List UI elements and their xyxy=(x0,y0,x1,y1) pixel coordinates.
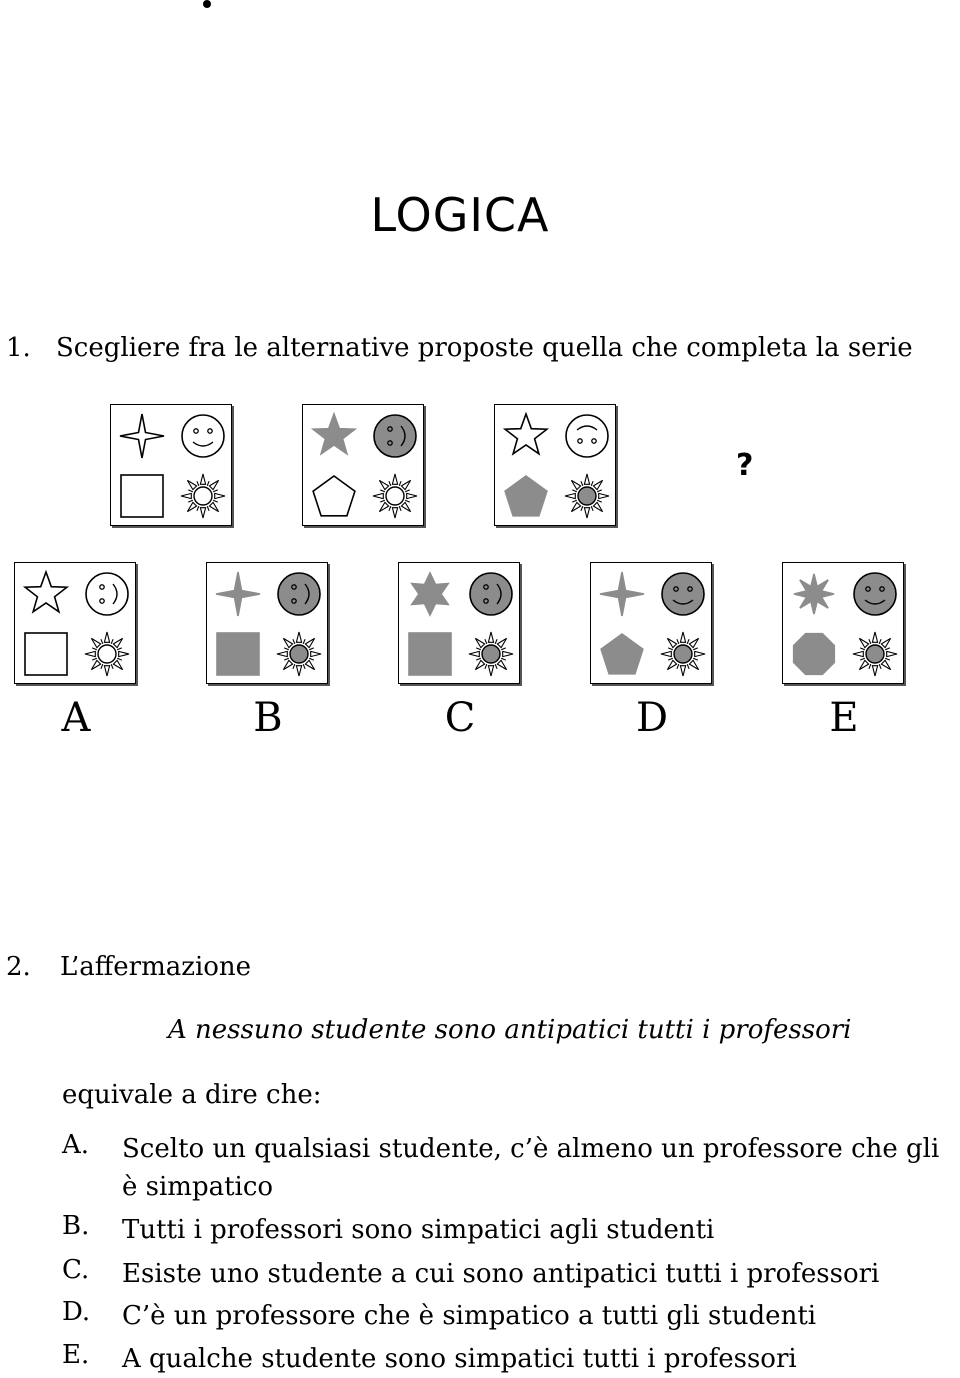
smiley-icon xyxy=(661,572,705,616)
answer-d[interactable]: D. C’è un professore che è simpatico a t… xyxy=(62,1297,960,1335)
sun-icon xyxy=(660,631,706,677)
option-box-e[interactable] xyxy=(782,562,904,684)
star-icon xyxy=(310,411,358,456)
option-c-figure xyxy=(408,571,514,677)
smiley-icon xyxy=(373,414,417,458)
question-number: 1. xyxy=(6,333,31,363)
square-icon xyxy=(120,474,164,518)
option-label-c[interactable]: C xyxy=(444,695,476,741)
statement: A nessuno studente sono antipatici tutti… xyxy=(168,1015,852,1045)
answer-a[interactable]: A. Scelto un qualsiasi studente, c’è alm… xyxy=(62,1130,960,1206)
smiley-icon xyxy=(853,572,897,616)
answer-letter: C. xyxy=(62,1255,90,1285)
option-a-figure xyxy=(22,569,130,677)
star-icon xyxy=(502,411,550,456)
question-number: 2. xyxy=(6,952,31,982)
star-icon xyxy=(793,573,835,615)
answer-text: A qualche studente sono simpatici tutti … xyxy=(122,1344,797,1374)
option-label-a[interactable]: A xyxy=(61,695,91,741)
option-box-a[interactable] xyxy=(14,562,136,684)
smiley-icon xyxy=(277,572,321,616)
square-icon xyxy=(216,632,260,676)
bullet-dot xyxy=(203,0,211,8)
answer-text: Scelto un qualsiasi studente, c’è almeno… xyxy=(122,1134,940,1202)
series-3-figure xyxy=(502,411,610,519)
option-label-d[interactable]: D xyxy=(635,695,669,741)
answer-letter: A. xyxy=(62,1130,90,1160)
series-2-figure xyxy=(310,411,418,519)
option-box-d[interactable] xyxy=(590,562,712,684)
option-e-figure xyxy=(792,572,898,677)
answer-letter: E. xyxy=(62,1340,90,1370)
series-box-3 xyxy=(494,404,616,526)
smiley-icon xyxy=(565,414,609,458)
answer-letter: D. xyxy=(62,1297,91,1327)
answer-text: Tutti i professori sono simpatici agli s… xyxy=(122,1215,715,1245)
answer-c[interactable]: C. Esiste uno studente a cui sono antipa… xyxy=(62,1255,960,1293)
pentagon-icon xyxy=(504,475,548,517)
series-box-2 xyxy=(302,404,424,526)
option-label-b[interactable]: B xyxy=(253,695,283,741)
question-intro: L’affermazione xyxy=(60,952,252,982)
page-title: LOGICA xyxy=(370,188,550,242)
option-box-b[interactable] xyxy=(206,562,328,684)
smiley-icon xyxy=(469,572,513,616)
star-icon xyxy=(410,571,450,617)
answer-e[interactable]: E. A qualche studente sono simpatici tut… xyxy=(62,1340,960,1378)
star-icon xyxy=(599,571,645,617)
smiley-icon xyxy=(181,414,225,458)
answer-b[interactable]: B. Tutti i professori sono simpatici agl… xyxy=(62,1211,960,1249)
sun-icon xyxy=(372,473,418,519)
answer-text: Esiste uno studente a cui sono antipatic… xyxy=(122,1259,880,1289)
question-1: 1. Scegliere fra le alternative proposte … xyxy=(6,333,913,363)
star-icon xyxy=(22,569,70,614)
square-icon xyxy=(24,632,68,676)
question-text: Scegliere fra le alternative proposte qu… xyxy=(56,333,913,363)
octagon-icon xyxy=(792,632,836,676)
sun-icon xyxy=(276,631,322,677)
star-icon xyxy=(215,571,261,617)
sun-icon xyxy=(180,473,226,519)
square-icon xyxy=(408,632,452,676)
missing-item-mark: ? xyxy=(736,448,754,483)
equivalence-prompt: equivale a dire che: xyxy=(62,1080,322,1110)
star-icon xyxy=(119,413,165,459)
answer-text: C’è un professore che è simpatico a tutt… xyxy=(122,1301,817,1331)
smiley-icon xyxy=(85,572,129,616)
sun-icon xyxy=(468,631,514,677)
sun-icon xyxy=(852,631,898,677)
answer-letter: B. xyxy=(62,1211,90,1241)
question-2: 2. L’affermazione xyxy=(6,952,251,982)
option-b-figure xyxy=(215,571,322,677)
option-box-c[interactable] xyxy=(398,562,520,684)
option-d-figure xyxy=(599,571,706,677)
sun-icon xyxy=(564,473,610,519)
series-box-1 xyxy=(110,404,232,526)
option-label-e[interactable]: E xyxy=(829,695,859,741)
pentagon-icon xyxy=(312,475,356,517)
series-1-figure xyxy=(119,413,226,519)
pentagon-icon xyxy=(600,633,644,675)
sun-icon xyxy=(84,631,130,677)
